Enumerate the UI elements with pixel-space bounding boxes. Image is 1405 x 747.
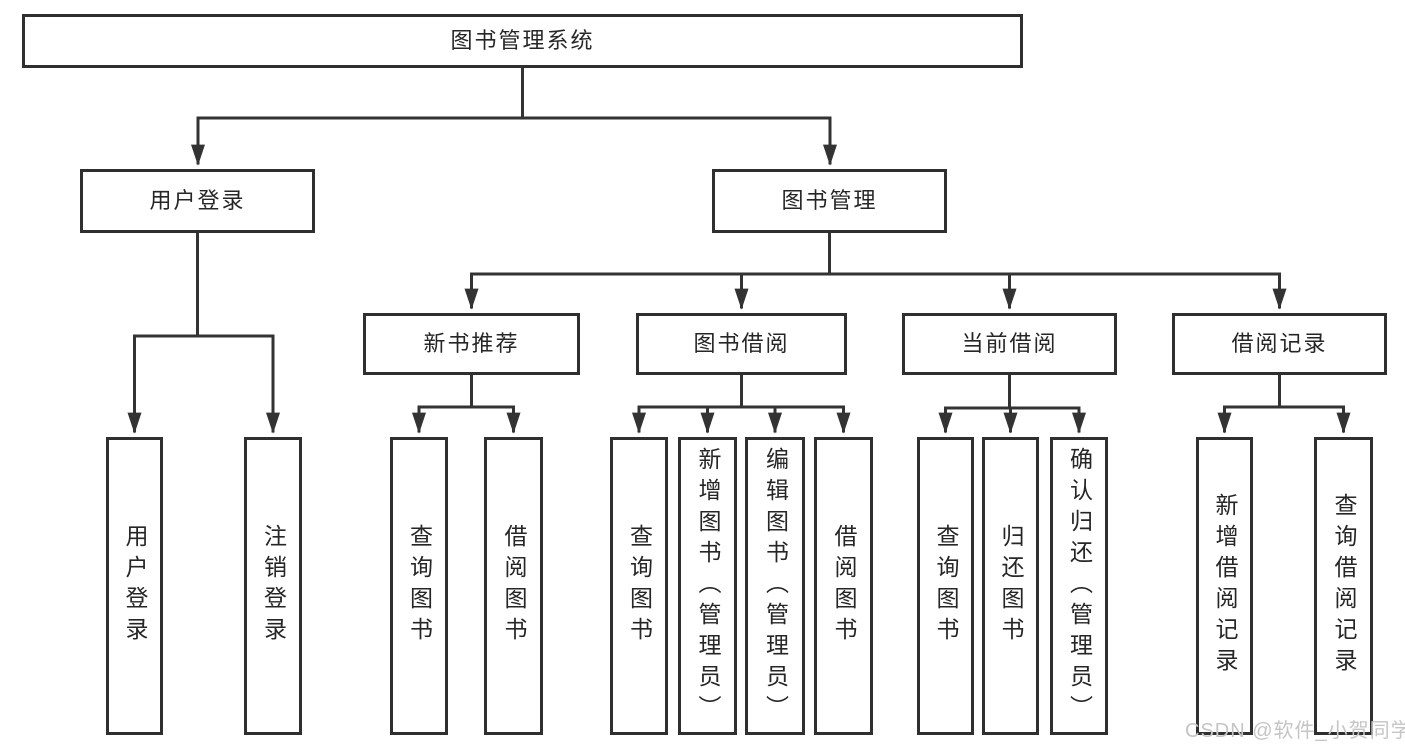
leaf-label: 新增图书（管理员） [695, 446, 721, 726]
leaf-label: 查询图书 [933, 524, 959, 648]
node-borrow-records: 借阅记录 [1172, 313, 1387, 375]
leaf-label: 查询借阅记录 [1331, 493, 1357, 679]
leaf-label: 借阅图书 [501, 524, 527, 648]
leaf-return-books: 归还图书 [982, 437, 1039, 735]
node-new-book-recommend: 新书推荐 [363, 313, 580, 375]
node-user-login: 用户登录 [80, 169, 315, 233]
node-label: 新书推荐 [423, 331, 520, 356]
leaf-label: 查询图书 [406, 524, 433, 648]
leaf-label: 注销登录 [260, 524, 287, 648]
leaf-query-borrow-record: 查询借阅记录 [1314, 437, 1373, 735]
node-current-borrow: 当前借阅 [902, 313, 1117, 375]
csdn-watermark: CSDN @软件_小贺同学 [1185, 720, 1405, 742]
node-label: 借阅记录 [1231, 331, 1328, 356]
leaf-label: 用户登录 [122, 524, 148, 648]
leaf-borrow-books: 借阅图书 [814, 437, 873, 735]
leaf-label: 编辑图书（管理员） [762, 446, 789, 726]
leaf-label: 确认归还（管理员） [1066, 446, 1093, 726]
leaf-label: 归还图书 [998, 524, 1024, 648]
leaf-query-books-current: 查询图书 [917, 437, 974, 735]
leaf-label: 借阅图书 [831, 524, 857, 648]
leaf-label: 新增借阅记录 [1212, 493, 1238, 679]
leaf-query-books: 查询图书 [610, 437, 668, 735]
leaf-user-login: 用户登录 [106, 437, 163, 735]
node-label: 图书借阅 [693, 331, 790, 356]
leaf-label: 查询图书 [626, 524, 653, 648]
node-label: 图书管理 [781, 188, 878, 213]
node-book-borrow: 图书借阅 [636, 313, 847, 375]
leaf-add-books-admin: 新增图书（管理员） [678, 437, 737, 735]
node-label: 用户登录 [149, 188, 246, 213]
leaf-logout: 注销登录 [244, 437, 302, 735]
leaf-confirm-return-admin: 确认归还（管理员） [1050, 437, 1108, 735]
node-label: 图书管理系统 [450, 28, 595, 53]
leaf-query-books-recommend: 查询图书 [390, 437, 448, 735]
node-root-system: 图书管理系统 [22, 14, 1023, 68]
leaf-add-borrow-record: 新增借阅记录 [1196, 437, 1253, 735]
node-label: 当前借阅 [961, 331, 1058, 356]
node-book-management: 图书管理 [712, 169, 947, 233]
leaf-edit-books-admin: 编辑图书（管理员） [745, 437, 805, 735]
leaf-borrow-books-recommend: 借阅图书 [484, 437, 543, 735]
